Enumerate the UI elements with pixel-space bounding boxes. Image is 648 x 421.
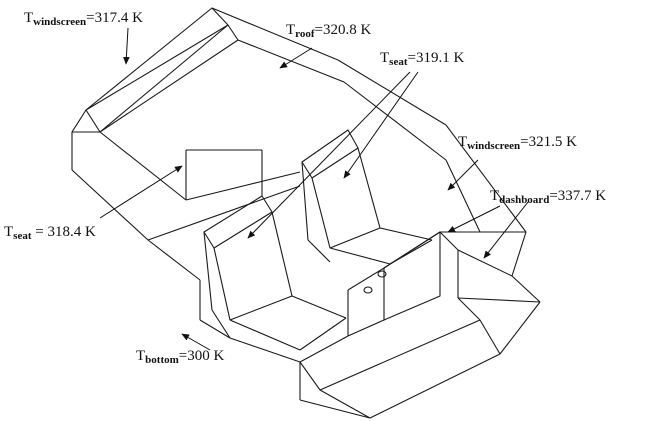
floor-edge: [199, 319, 231, 339]
front-windscreen-edge: [445, 124, 527, 233]
console-edge: [347, 267, 385, 291]
label-roof: Troof=320.8 K: [286, 22, 371, 40]
label-dashboard: Tdashboard=337.7 K: [490, 188, 606, 206]
console-edge: [383, 231, 441, 321]
rear-seat-cushion-edge: [299, 317, 347, 351]
arrow-windscreen-rear: [126, 27, 128, 64]
front-seat-cushion-edge: [307, 239, 331, 263]
rear-seat-back-edge: [213, 247, 231, 321]
rear-side-edge: [147, 239, 201, 281]
arrow-seat-rear: [99, 165, 182, 219]
rear-seat-cushion-edge: [211, 309, 231, 339]
rear-windscreen-edge: [85, 24, 229, 111]
roof-edge: [211, 7, 339, 61]
rear-windscreen-edge: [71, 7, 229, 133]
arrow-dashboard-2: [448, 205, 501, 233]
front-seat-back-edge: [311, 177, 331, 249]
front-seat-back-edge: [329, 227, 381, 249]
floor-edge: [299, 399, 371, 419]
label-windscreen-rear: Twindscreen=317.4 K: [24, 10, 143, 28]
label-seat-front: Tseat=319.1 K: [380, 50, 464, 68]
front-seat-back-edge: [357, 147, 381, 229]
floor-edge: [479, 319, 501, 355]
label-windscreen-front: Twindscreen=321.5 K: [458, 134, 577, 152]
floor-edge: [499, 301, 541, 355]
console-hole: [377, 270, 387, 278]
front-windscreen-edge: [343, 81, 447, 161]
front-seat-cushion-edge: [389, 239, 433, 265]
console-hole: [363, 286, 373, 294]
front-seat-cushion-edge: [329, 247, 391, 265]
dashboard-edge: [457, 297, 541, 303]
front-seat: [301, 129, 433, 265]
arrow-dashboard-1: [484, 201, 529, 258]
rear-seat-cushion-edge: [291, 295, 347, 319]
leader-arrows: [99, 27, 529, 351]
floor-edge: [457, 297, 481, 321]
rear-seat-back-edge: [203, 195, 273, 249]
rear-seat: [203, 150, 347, 351]
console-edge: [347, 319, 385, 337]
floor-edge: [369, 353, 501, 419]
cabin-shell: [71, 7, 541, 419]
front-seat-cushion-edge: [379, 227, 433, 241]
rear-seat-back-edge: [203, 231, 213, 311]
label-seat-rear: Tseat = 318.4 K: [4, 224, 96, 242]
rear-windscreen-edge: [85, 109, 101, 133]
temperature-labels: Twindscreen=317.4 K Troof=320.8 K Tseat=…: [4, 10, 606, 366]
arrow-seat-front-2: [248, 71, 411, 238]
rear-side-edge: [147, 185, 301, 241]
rear-windscreen-edge: [227, 24, 239, 41]
rear-seat-back-edge: [271, 211, 293, 297]
rear-side-edge: [99, 131, 187, 201]
floor-edge: [229, 337, 301, 363]
dashboard-edge: [511, 231, 527, 277]
rear-seat-cushion-edge: [229, 319, 301, 351]
floor-edge: [299, 335, 349, 363]
rear-seat-back-edge: [229, 295, 293, 321]
rear-side-edge: [71, 169, 149, 241]
arrow-windscreen-front: [448, 159, 479, 190]
floor-edge: [319, 319, 481, 391]
floor-edge: [299, 361, 321, 391]
floor-edge: [319, 389, 371, 419]
arrow-roof: [280, 47, 313, 69]
front-windscreen-edge: [445, 159, 481, 233]
rear-side-edge: [185, 171, 301, 201]
dashboard-edge: [439, 231, 459, 251]
roof-edge: [337, 59, 447, 126]
rear-windscreen-edge: [99, 39, 239, 133]
dashboard-edge: [457, 249, 513, 277]
dashboard-edge: [511, 275, 541, 303]
front-seat-back-edge: [301, 161, 309, 241]
arrow-bottom: [182, 333, 211, 351]
arrow-seat-front-1: [344, 71, 419, 178]
label-bottom: Tbottom=300 K: [136, 348, 224, 366]
